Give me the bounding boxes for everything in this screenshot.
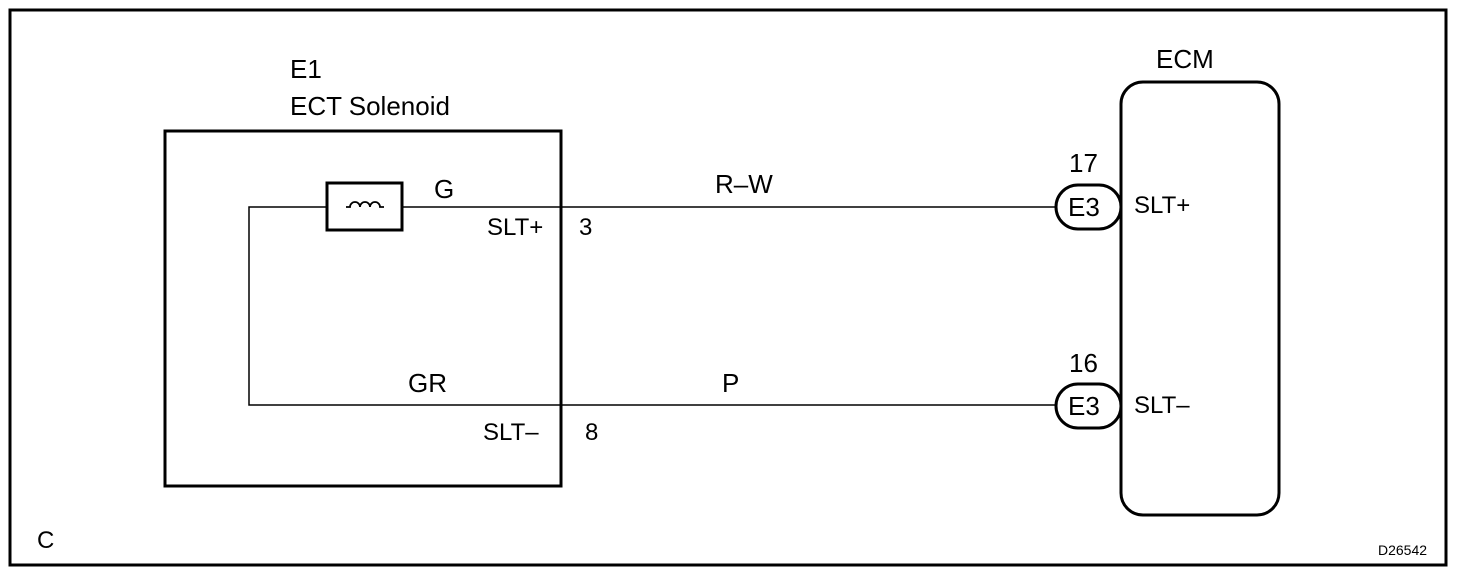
ecm-box (1119, 80, 1281, 517)
pin-name-slt-plus: SLT+ (487, 214, 543, 241)
ecm-terminal-slt-plus: SLT+ (1134, 192, 1190, 219)
component-name: ECT Solenoid (290, 91, 450, 121)
pin-number-3: 3 (579, 214, 592, 241)
internal-wire-loop (248, 206, 561, 406)
pin-name-slt-minus: SLT– (483, 419, 539, 446)
coil-box (325, 181, 404, 232)
component-id: E1 (290, 54, 322, 84)
wire-color-p: P (722, 368, 739, 398)
connector-id-plus: E3 (1068, 192, 1100, 222)
diagram-frame (8, 8, 1448, 567)
figure-id: D26542 (1378, 542, 1427, 558)
wire-color-rw: R–W (715, 169, 773, 199)
connector-e3-pin-17 (1054, 183, 1123, 231)
connector-pin-16: 16 (1069, 348, 1098, 378)
section-letter: C (37, 527, 54, 554)
ecm-terminal-slt-minus: SLT– (1134, 392, 1190, 419)
wire-label-gr: GR (408, 368, 447, 398)
ecm-title: ECM (1156, 44, 1214, 74)
coil-icon (346, 201, 384, 208)
connector-pin-17: 17 (1069, 148, 1098, 178)
pin-number-8: 8 (585, 419, 598, 446)
connector-id-minus: E3 (1068, 391, 1100, 421)
wire-label-g: G (434, 174, 454, 204)
connector-e3-pin-16 (1054, 382, 1123, 430)
solenoid-box (163, 129, 563, 488)
